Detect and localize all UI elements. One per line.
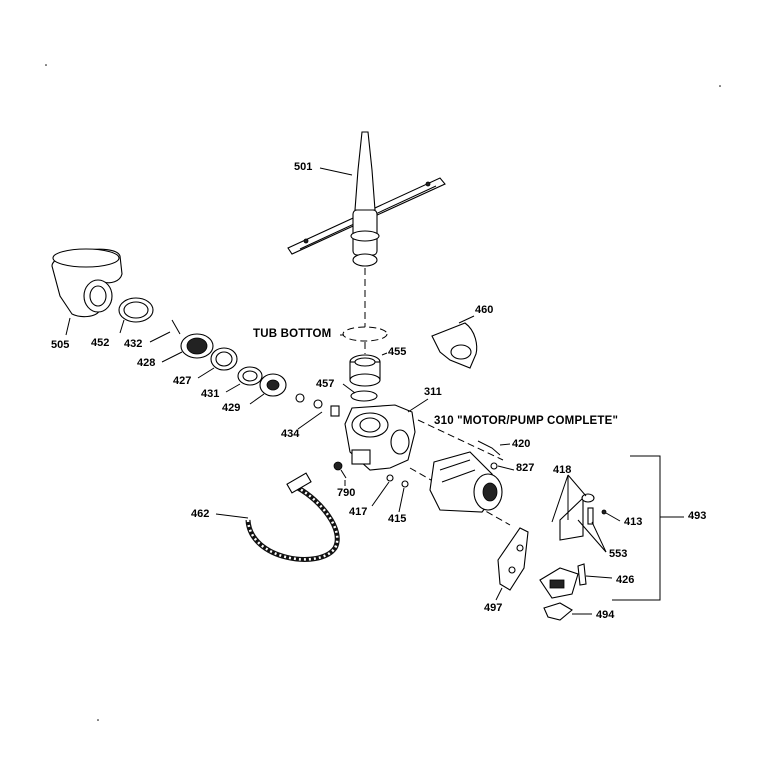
leader-553-a bbox=[577, 519, 607, 553]
tub-bottom-caption: TUB BOTTOM bbox=[253, 328, 332, 340]
part-label-431: 431 bbox=[201, 388, 220, 400]
duct-460-drawing bbox=[431, 322, 478, 369]
pump-body-311-drawing bbox=[344, 404, 416, 471]
pin-432-drawing bbox=[171, 319, 181, 335]
clip-426-drawing bbox=[577, 563, 587, 586]
part-label-455: 455 bbox=[388, 346, 407, 358]
part-label-827: 827 bbox=[516, 462, 535, 474]
part-label-311: 311 bbox=[424, 386, 442, 398]
leader-432 bbox=[149, 331, 171, 343]
fasteners-434-drawing bbox=[295, 393, 340, 417]
part-label-427: 427 bbox=[173, 375, 192, 387]
leader-497 bbox=[495, 587, 503, 601]
part-label-494: 494 bbox=[596, 609, 615, 621]
parts-418-drawing bbox=[559, 493, 595, 541]
part-label-426: 426 bbox=[616, 574, 635, 586]
leader-418-a bbox=[567, 474, 587, 497]
clip-420-drawing bbox=[477, 440, 501, 456]
impeller-428-drawing bbox=[180, 333, 214, 359]
part-label-457: 457 bbox=[316, 378, 335, 390]
leader-460 bbox=[458, 315, 475, 324]
part-label-429: 429 bbox=[222, 402, 241, 414]
housing-505-drawing bbox=[51, 248, 123, 318]
leader-417 bbox=[371, 481, 390, 507]
leader-455 bbox=[381, 352, 388, 356]
plug-790-drawing bbox=[333, 461, 347, 479]
leader-827 bbox=[497, 465, 515, 471]
screw-417-drawing bbox=[386, 474, 394, 482]
screw-413-drawing bbox=[601, 509, 607, 515]
part-label-434: 434 bbox=[281, 428, 300, 440]
leader-457 bbox=[342, 383, 356, 394]
part-label-415: 415 bbox=[388, 513, 407, 525]
part-label-460: 460 bbox=[475, 304, 494, 316]
motor-shaft-line bbox=[417, 419, 504, 461]
leader-413 bbox=[605, 512, 621, 522]
motor-pump-caption: 310 "MOTOR/PUMP COMPLETE" bbox=[434, 415, 619, 427]
switch-494-drawing bbox=[539, 567, 579, 621]
part-label-452: 452 bbox=[91, 337, 110, 349]
part-label-418: 418 bbox=[553, 464, 572, 476]
spray-arm-drawing bbox=[287, 131, 446, 267]
bracket-493 bbox=[612, 455, 661, 601]
leader-462 bbox=[215, 513, 249, 519]
part-label-428: 428 bbox=[137, 357, 156, 369]
part-label-553: 553 bbox=[609, 548, 628, 560]
leader-452 bbox=[119, 319, 125, 334]
part-label-790: 790 bbox=[337, 487, 356, 499]
hose-462-drawing bbox=[245, 472, 340, 562]
part-label-432: 432 bbox=[124, 338, 143, 350]
bracket-497-drawing bbox=[497, 527, 529, 591]
screw-415-drawing bbox=[401, 480, 409, 488]
part-label-501: 501 bbox=[294, 161, 313, 173]
leader-428 bbox=[161, 351, 183, 363]
part-label-497: 497 bbox=[484, 602, 503, 614]
part-label-417: 417 bbox=[349, 506, 368, 518]
part-label-505: 505 bbox=[51, 339, 70, 351]
leader-553-b bbox=[591, 521, 607, 553]
seal-455-drawing bbox=[349, 354, 381, 387]
leader-501 bbox=[319, 167, 353, 176]
leader-420 bbox=[499, 443, 511, 446]
leader-431 bbox=[225, 383, 241, 393]
ring-457-drawing bbox=[350, 390, 378, 402]
leader-311 bbox=[407, 398, 429, 413]
leader-418-c bbox=[551, 474, 569, 523]
leader-505 bbox=[65, 317, 71, 336]
screw-827-drawing bbox=[490, 462, 498, 470]
motor-310-drawing bbox=[429, 451, 503, 513]
leader-429 bbox=[249, 393, 265, 405]
part-label-493: 493 bbox=[688, 510, 707, 522]
leader-427 bbox=[197, 367, 215, 379]
leader-415 bbox=[398, 487, 405, 513]
tub-bottom-ring bbox=[342, 326, 388, 342]
part-label-413: 413 bbox=[624, 516, 643, 528]
leader-434 bbox=[297, 411, 323, 430]
part-label-420: 420 bbox=[512, 438, 531, 450]
part-label-462: 462 bbox=[191, 508, 210, 520]
leader-426 bbox=[585, 575, 613, 579]
